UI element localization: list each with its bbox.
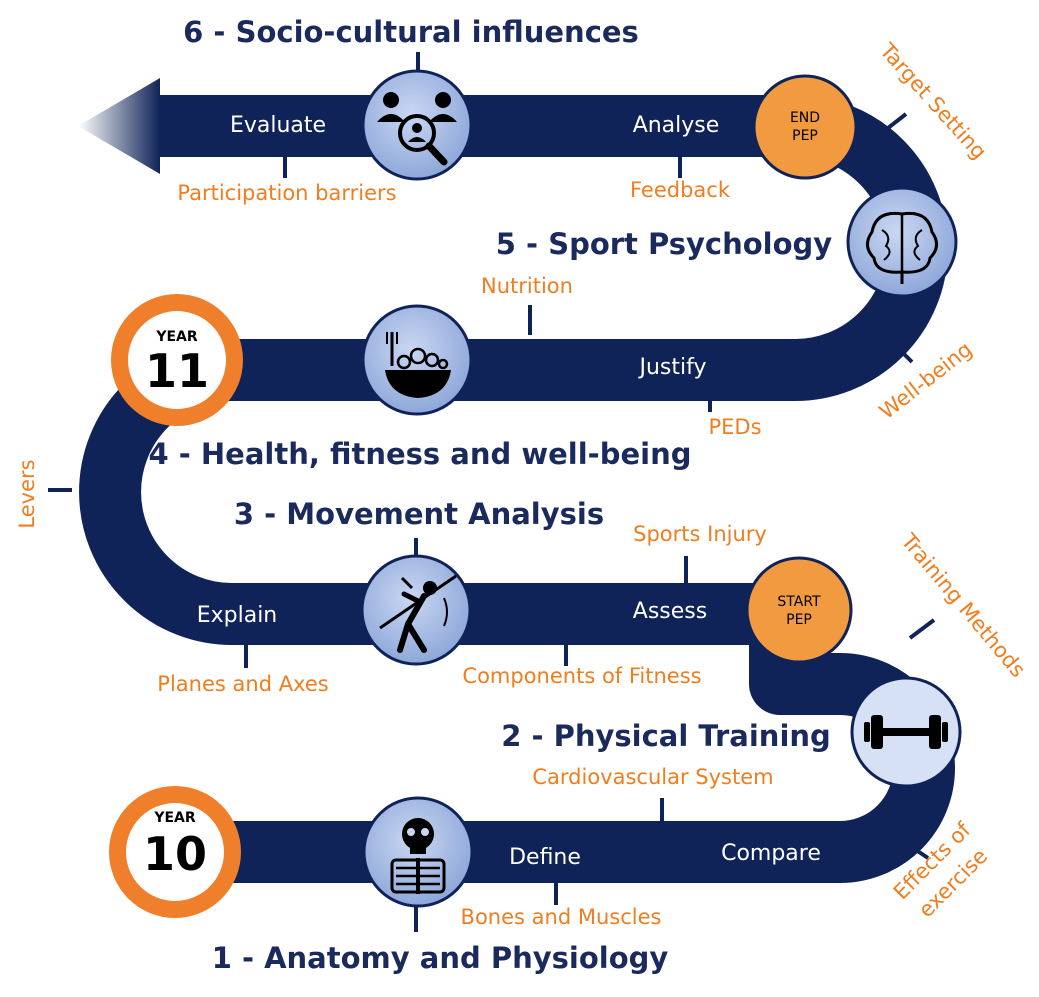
skill-explain: Explain [197,603,278,628]
brain-icon [846,186,958,298]
start-pep-line-1: START [777,594,821,610]
skill-analyse: Analyse [633,113,720,138]
start-pep-line-2: PEP [786,612,812,628]
topic-feedback: Feedback [630,178,731,202]
year-10-label: YEAR [153,810,196,826]
skill-define: Define [509,845,581,870]
nutrition-bowl-icon [361,304,473,416]
topic-peds: PEDs [708,415,761,439]
road-arrow-head [78,78,160,174]
topic-training-methods: Training Methods [896,528,1030,682]
unit-4-title: 4 - Health, fitness and well-being [149,437,692,471]
skill-assess: Assess [633,599,707,624]
unit-1-title: 1 - Anatomy and Physiology [212,941,669,975]
topic-levers: Levers [15,459,39,528]
end-pep-line-1: END [790,110,820,126]
unit-6-title: 6 - Socio-cultural influences [183,15,639,49]
year-10-number: 10 [143,827,207,881]
year-11-badge: YEAR 11 [111,294,243,426]
year-11-label: YEAR [155,329,198,345]
end-pep-badge: END PEP [752,74,858,180]
unit-2-title: 2 - Physical Training [501,719,831,753]
skill-justify: Justify [637,355,706,380]
unit-5-title: 5 - Sport Psychology [496,227,833,261]
skeleton-icon [362,796,474,908]
javelin-thrower-icon [360,554,472,666]
skill-compare: Compare [721,841,821,866]
topic-sports-injury: Sports Injury [633,522,767,546]
unit-3-title: 3 - Movement Analysis [234,497,604,531]
topic-nutrition: Nutrition [481,274,573,298]
topic-components-fitness: Components of Fitness [462,664,701,688]
start-pep-badge: START PEP [745,556,853,664]
topic-planes-axes: Planes and Axes [157,672,328,696]
year-11-number: 11 [145,344,209,398]
topic-bones-muscles: Bones and Muscles [461,905,662,929]
skill-evaluate: Evaluate [230,113,326,138]
people-search-icon [361,69,473,181]
topic-cardiovascular: Cardiovascular System [532,765,773,789]
topic-participation-barriers: Participation barriers [177,181,396,205]
end-pep-line-2: PEP [792,128,818,144]
dumbbell-icon [850,676,962,788]
year-10-badge: YEAR 10 [109,786,241,918]
